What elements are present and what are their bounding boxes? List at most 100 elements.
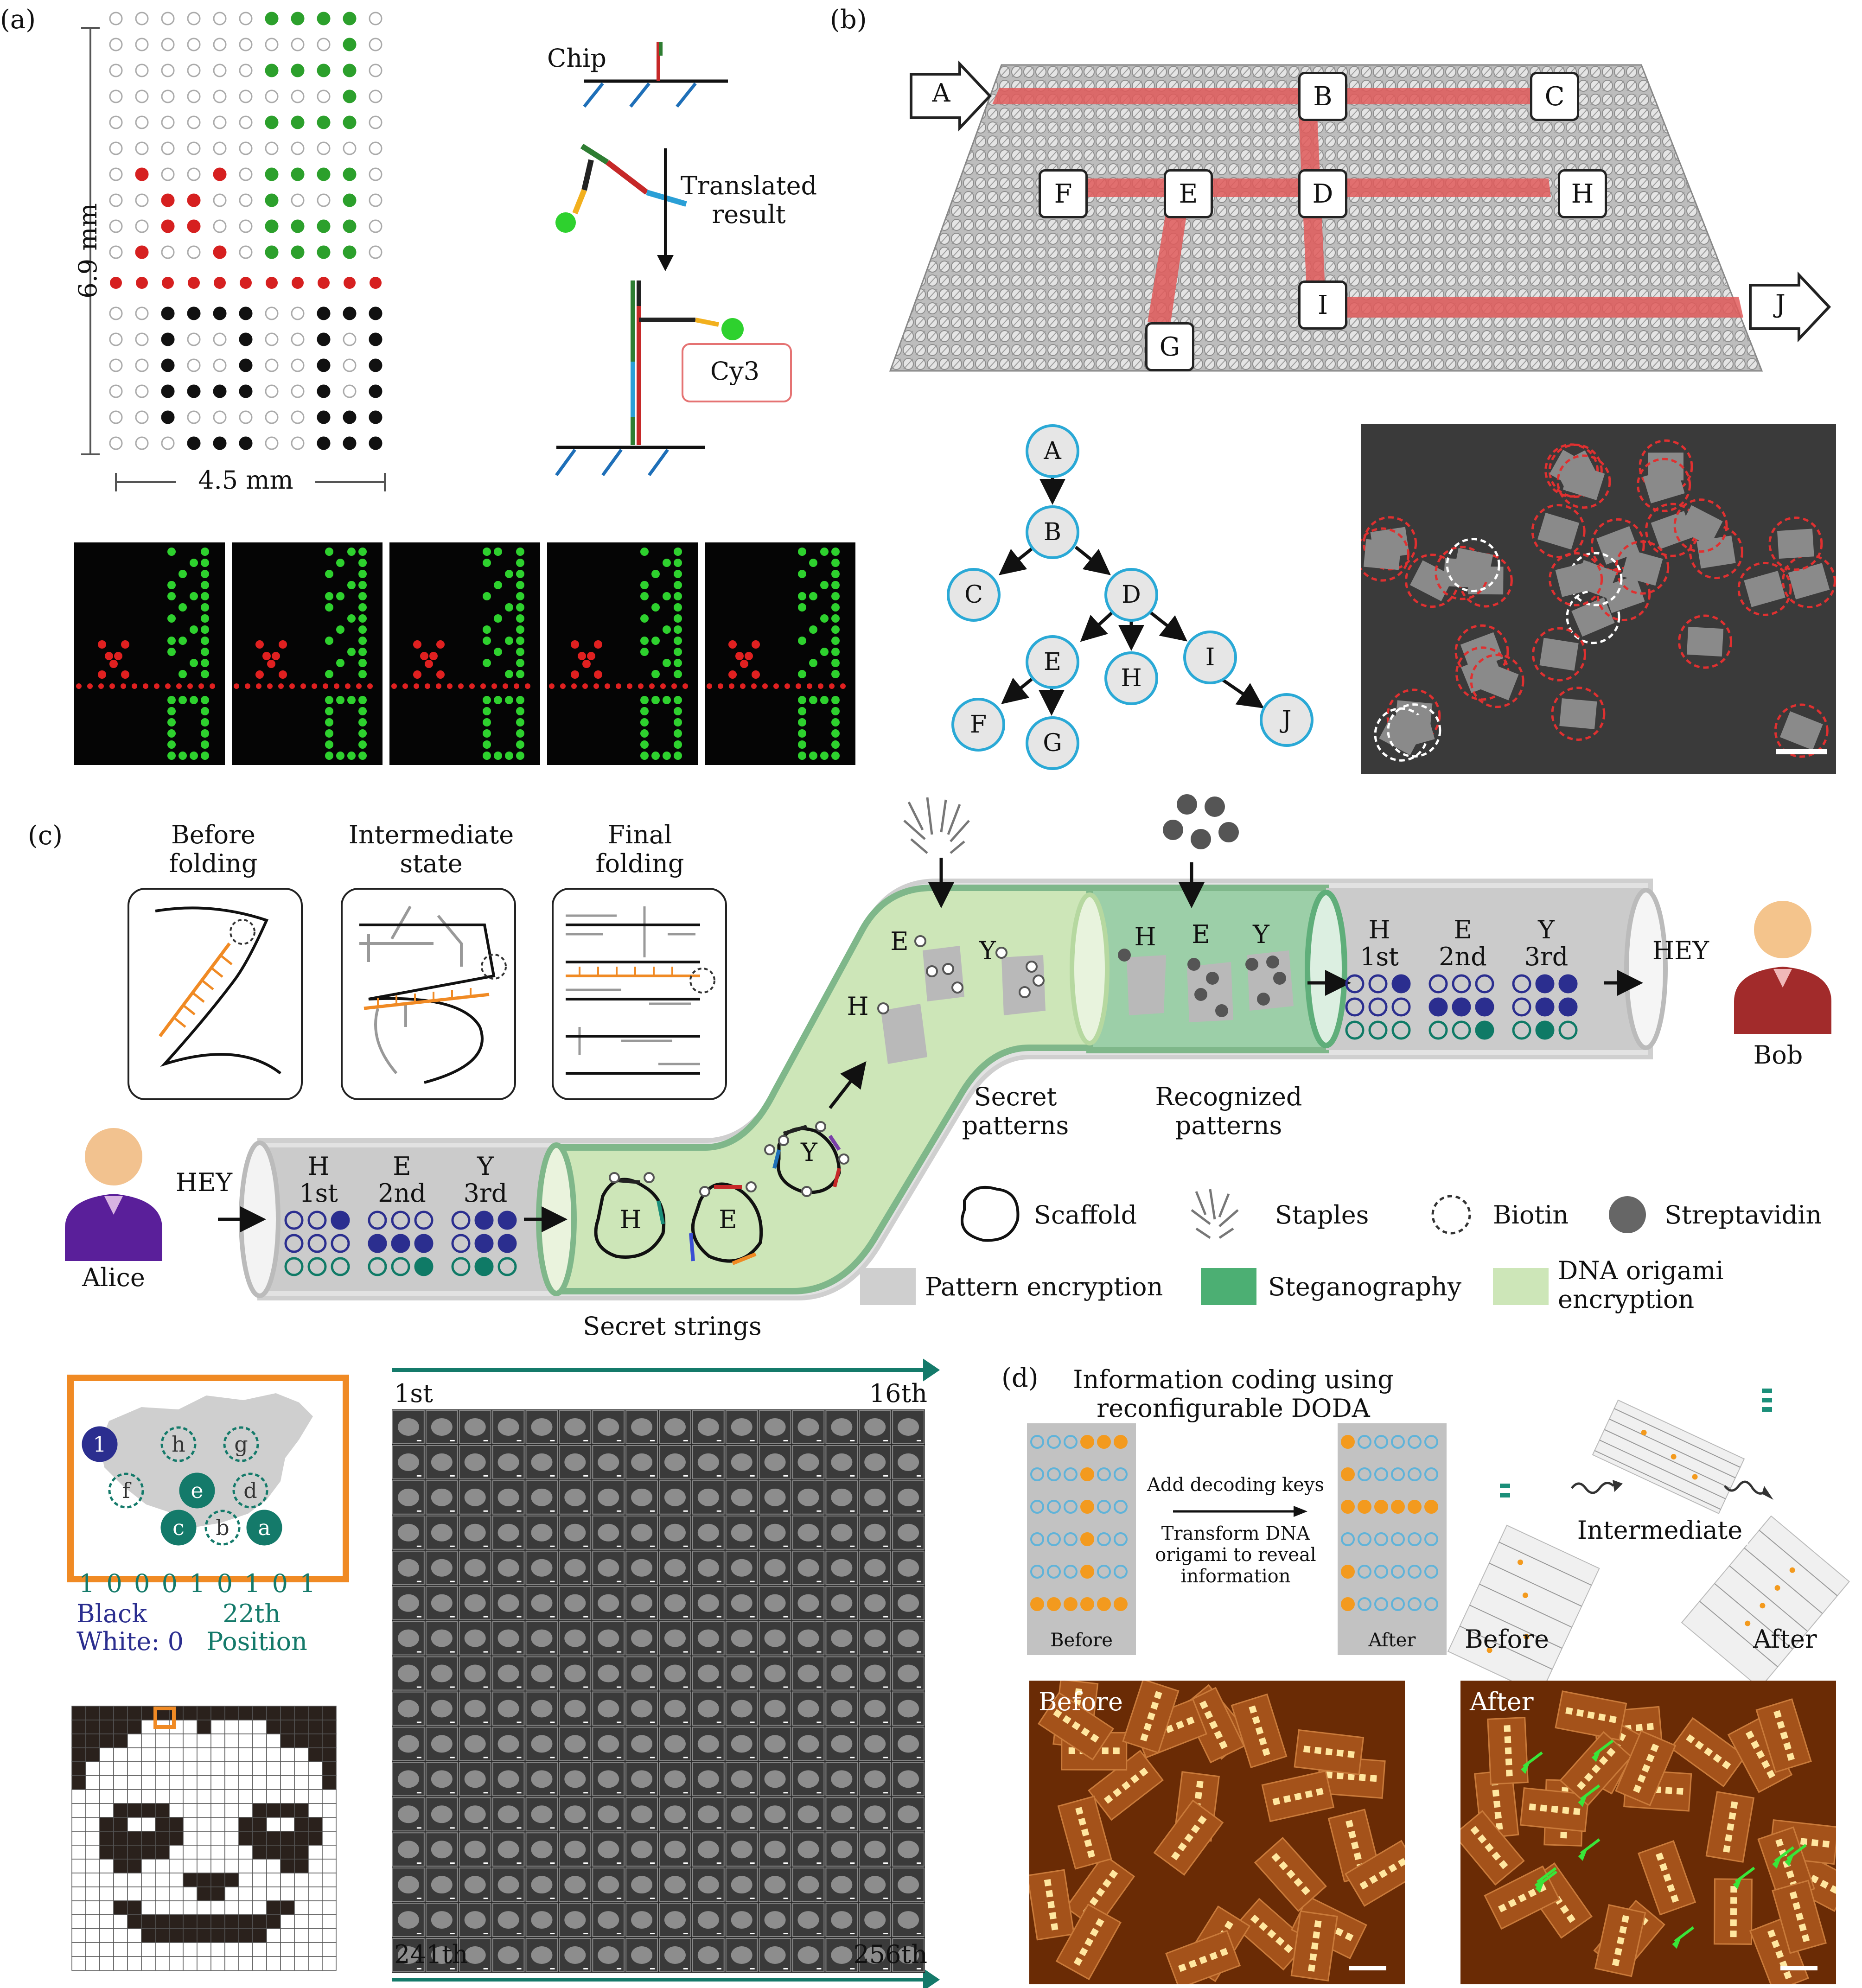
code-ordinal: 1st — [1360, 942, 1399, 971]
origami-marker — [1143, 1722, 1152, 1731]
panda-cell — [224, 1900, 239, 1915]
red-dot — [578, 652, 586, 660]
dot — [369, 410, 383, 424]
green-dot — [809, 696, 817, 704]
green-dot — [358, 570, 367, 578]
dot — [135, 358, 149, 372]
code-dot — [1368, 974, 1388, 994]
dot — [343, 167, 357, 181]
code-before-label: Before — [1050, 1630, 1113, 1651]
grid-tile-map — [797, 1453, 819, 1471]
afm-particle — [1571, 597, 1615, 637]
panda-cell — [210, 1845, 225, 1860]
grid-tile-map — [631, 1946, 653, 1964]
grid-tile-map — [864, 1594, 886, 1612]
origami-marker — [1336, 1749, 1344, 1757]
grid-tile-map — [431, 1805, 453, 1823]
panda-cell — [280, 1706, 295, 1720]
panda-cell — [266, 1789, 281, 1804]
green-dot — [325, 548, 333, 556]
panda-cell — [252, 1831, 267, 1846]
origami-marker — [1147, 1712, 1155, 1720]
map-site — [204, 1510, 241, 1546]
tile-scale-bar — [650, 1580, 655, 1582]
code-dot — [1358, 1467, 1371, 1481]
origami-marker — [1199, 1956, 1208, 1964]
legend-origami-encryption: DNA origami encryption — [1558, 1256, 1724, 1314]
origami-marker — [1609, 1715, 1617, 1723]
grid-tile-map — [598, 1911, 619, 1929]
green-dot — [179, 570, 187, 578]
green-dot — [831, 559, 840, 567]
grid-tile-map — [797, 1805, 819, 1823]
grid-tile-map — [497, 1664, 519, 1682]
tile-scale-bar — [750, 1686, 755, 1688]
dot — [187, 410, 201, 424]
grid-tile-map — [697, 1770, 719, 1788]
dot — [291, 436, 305, 450]
arrow-out-J — [1749, 271, 1831, 343]
tile-scale-bar — [483, 1933, 488, 1935]
afm-origami — [1057, 1795, 1112, 1870]
code-dot — [1341, 1565, 1355, 1579]
grid-tile-map — [898, 1700, 919, 1718]
dot — [161, 64, 175, 77]
tile-scale-bar — [917, 1757, 921, 1759]
dot — [292, 277, 304, 289]
highlight-arrowhead — [1578, 1795, 1588, 1807]
tile-scale-bar — [583, 1721, 588, 1723]
red-dot — [234, 683, 239, 689]
panda-cell — [280, 1956, 295, 1971]
green-dot — [516, 570, 524, 578]
dot — [369, 141, 383, 155]
origami-marker — [1801, 1934, 1810, 1943]
origami-marker — [1336, 1772, 1344, 1779]
panda-cell — [141, 1761, 156, 1776]
code-dots — [284, 1211, 350, 1276]
red-dot — [367, 683, 373, 689]
code-ordinal: 1st — [299, 1179, 338, 1208]
origami-marker — [1051, 1923, 1059, 1931]
afm-after-label: After — [1470, 1687, 1534, 1716]
origami-marker — [1506, 1769, 1513, 1777]
green-dot — [674, 648, 682, 656]
panda-cell — [197, 1956, 211, 1971]
tile-scale-bar — [883, 1475, 888, 1477]
tile-scale-bar — [816, 1475, 822, 1477]
dot — [369, 89, 383, 103]
dot — [291, 193, 305, 207]
state-label-intermediate: Intermediate state — [348, 820, 514, 879]
fluorescence-image — [389, 542, 540, 765]
panda-cell — [71, 1706, 86, 1720]
dot — [239, 410, 253, 424]
dot — [265, 64, 279, 77]
green-dot — [190, 659, 198, 667]
green-dot — [516, 637, 524, 645]
tile-scale-bar — [517, 1475, 522, 1477]
tile-scale-bar — [816, 1616, 822, 1618]
tile-scale-bar — [883, 1686, 888, 1688]
afm-particle — [1539, 637, 1579, 671]
tile-scale-bar — [917, 1440, 921, 1441]
grid-tile-map — [631, 1770, 653, 1788]
dot — [109, 410, 123, 424]
origami-marker — [1150, 1701, 1159, 1710]
tile-scale-bar — [517, 1616, 522, 1618]
panda-cell — [99, 1914, 114, 1929]
tile-scale-bar — [617, 1827, 622, 1829]
dot — [265, 38, 279, 51]
tile-scale-bar — [850, 1898, 855, 1899]
dot — [291, 115, 305, 129]
dot — [343, 89, 357, 103]
grid-tile-map — [598, 1770, 619, 1788]
red-dot — [76, 683, 82, 689]
green-dot — [809, 752, 817, 760]
green-dot — [798, 603, 806, 612]
panda-cell — [155, 1747, 170, 1762]
origami-marker — [1587, 1711, 1595, 1719]
code-dot — [1408, 1467, 1422, 1481]
tile-scale-bar — [650, 1510, 655, 1512]
tile-scale-bar — [683, 1616, 688, 1618]
panda-cell — [197, 1886, 211, 1901]
tile-scale-bar — [450, 1686, 455, 1688]
